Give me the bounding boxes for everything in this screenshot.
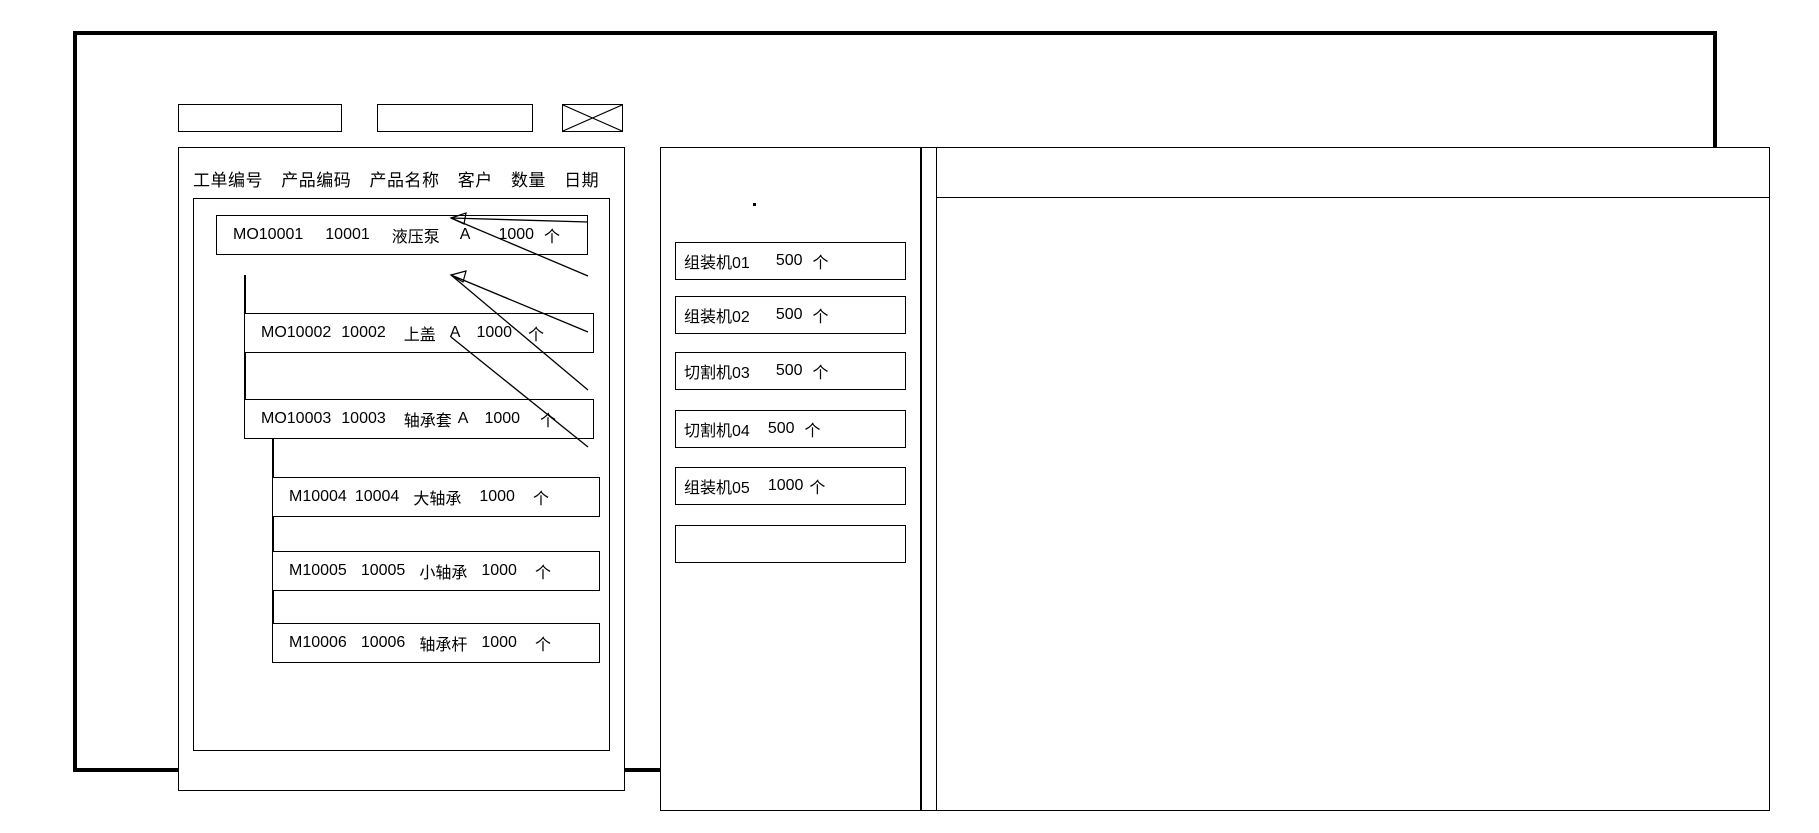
- cell-product-name: 液压泵: [391, 229, 440, 246]
- cell-product-code: 10004: [354, 488, 400, 505]
- cell-quantity: 1000: [481, 562, 517, 579]
- column-header-order-no: 工单编号: [193, 171, 263, 190]
- cell-customer: A: [457, 410, 469, 427]
- station-unit: 个: [812, 365, 829, 382]
- cell-product-code: 10001: [325, 226, 370, 243]
- table-row[interactable]: M10004 10004 大轴承 1000 个: [272, 477, 600, 517]
- cell-order-no: MO10002: [261, 324, 332, 341]
- cell-product-name: 轴承套: [403, 413, 452, 430]
- station-name: 组装机05: [684, 480, 750, 497]
- work-order-panel: 工单编号 产品编码 产品名称 客户 数量 日期 MO10001 1: [178, 147, 625, 791]
- table-row[interactable]: MO10002 10002 上盖 A 1000 个: [244, 313, 594, 353]
- column-header-quantity: 数量: [510, 171, 546, 190]
- cell-unit: 个: [544, 229, 561, 246]
- column-header-product-code: 产品编码: [281, 171, 352, 190]
- detail-panel: [921, 147, 1770, 811]
- work-order-tree: MO10001 10001 液压泵 A 1000 个 MO10002 10002…: [193, 198, 610, 751]
- column-header-date: 日期: [564, 171, 600, 190]
- cell-product-name: 大轴承: [413, 491, 462, 508]
- station-unit: 个: [812, 309, 829, 326]
- table-row[interactable]: M10006 10006 轴承杆 1000 个: [272, 623, 600, 663]
- list-item[interactable]: 组装机01 500 个: [675, 242, 906, 280]
- image-placeholder-icon[interactable]: [562, 104, 623, 132]
- table-row[interactable]: M10005 10005 小轴承 1000 个: [272, 551, 600, 591]
- station-name: 组装机01: [684, 255, 750, 272]
- cell-unit: 个: [540, 413, 557, 430]
- station-quantity: 500: [775, 362, 803, 379]
- panel-marker-dot: [753, 203, 756, 206]
- cell-product-code: 10006: [360, 634, 406, 651]
- list-item[interactable]: [675, 525, 906, 563]
- cell-quantity: 1000: [479, 488, 515, 505]
- column-headers: 工单编号 产品编码 产品名称 客户 数量 日期: [193, 166, 612, 191]
- tree-connector: [272, 439, 274, 643]
- cell-quantity: 1000: [476, 324, 513, 341]
- station-quantity: 1000: [767, 477, 804, 494]
- detail-panel-left-edge: [936, 148, 937, 810]
- cell-customer: A: [449, 324, 461, 341]
- station-name: 切割机03: [684, 365, 750, 382]
- station-unit: 个: [804, 423, 821, 440]
- cell-unit: 个: [528, 327, 545, 344]
- cell-order-no: M10005: [289, 562, 347, 579]
- dispatch-panel: 组装机01 500 个 组装机02 500 个 切割机03 500 个 切割机0…: [660, 147, 921, 811]
- cell-unit: 个: [532, 491, 549, 508]
- station-unit: 个: [809, 480, 826, 497]
- cell-product-code: 10002: [341, 324, 386, 341]
- app-window-frame: 工单编号 产品编码 产品名称 客户 数量 日期 MO10001 1: [73, 31, 1770, 811]
- cell-product-name: 小轴承: [419, 565, 468, 582]
- station-quantity: 500: [767, 420, 795, 437]
- station-quantity: 500: [775, 252, 803, 269]
- cell-product-name: 轴承杆: [419, 637, 468, 654]
- table-row[interactable]: MO10003 10003 轴承套 A 1000 个: [244, 399, 594, 439]
- station-unit: 个: [812, 255, 829, 272]
- cell-quantity: 1000: [481, 634, 517, 651]
- list-item[interactable]: 组装机05 1000 个: [675, 467, 906, 505]
- detail-panel-divider: [936, 197, 1769, 198]
- cell-product-name: 上盖: [403, 327, 436, 344]
- column-header-product-name: 产品名称: [369, 171, 440, 190]
- list-item[interactable]: 切割机04 500 个: [675, 410, 906, 448]
- cell-order-no: M10004: [289, 488, 347, 505]
- toolbar-field-2[interactable]: [377, 104, 533, 132]
- cell-product-code: 10003: [341, 410, 386, 427]
- station-name: 组装机02: [684, 309, 750, 326]
- station-quantity: 500: [775, 306, 803, 323]
- cell-unit: 个: [534, 565, 551, 582]
- table-row[interactable]: MO10001 10001 液压泵 A 1000 个: [216, 215, 588, 255]
- cell-quantity: 1000: [498, 226, 535, 243]
- list-item[interactable]: 组装机02 500 个: [675, 296, 906, 334]
- cell-customer: A: [459, 226, 471, 243]
- list-item[interactable]: 切割机03 500 个: [675, 352, 906, 390]
- cell-order-no: MO10003: [261, 410, 332, 427]
- cell-quantity: 1000: [484, 410, 521, 427]
- cell-order-no: MO10001: [233, 226, 304, 243]
- cell-order-no: M10006: [289, 634, 347, 651]
- cell-unit: 个: [534, 637, 551, 654]
- cell-product-code: 10005: [360, 562, 406, 579]
- column-header-customer: 客户: [457, 171, 493, 190]
- toolbar-field-1[interactable]: [178, 104, 342, 132]
- station-name: 切割机04: [684, 423, 750, 440]
